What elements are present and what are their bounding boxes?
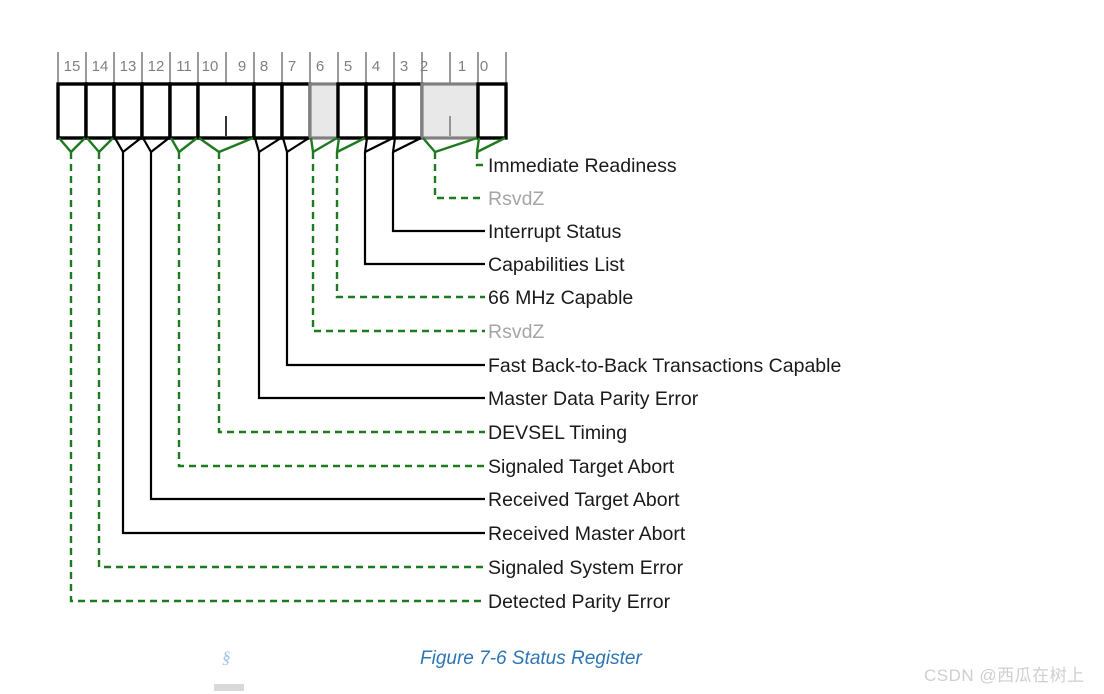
callout-bit-5-text: 66 MHz Capable [488,287,633,309]
callout-bit-8-text: Master Data Parity Error [488,388,699,410]
callout-bit-14-v-right [98,137,114,153]
register-cell-5 [336,82,368,140]
register-cell-15 [56,82,88,140]
callout-bit-13-v-right [122,137,142,153]
callout-bit-8-v-left [253,137,261,153]
callout-bit-7-v-left [281,137,289,153]
callout-bit-11-leader [177,152,485,468]
callout-bit-6-leader [311,152,485,333]
bit-number-9: 9 [238,58,246,75]
callout-bit-0-v-right [476,136,506,154]
callout-bit-4-leader [363,152,485,266]
bit-number-13: 13 [120,58,137,75]
callout-bit-0-leader [475,152,485,167]
callout-bit-12-text: Received Target Abort [488,489,680,511]
callout-bit-2-1-v-left [422,137,436,153]
callout-bit-4-v-left [363,137,369,153]
bit-number-15: 15 [64,58,81,75]
figure-caption: Figure 7-6 Status Register [420,648,642,669]
callout-bit-7-text: Fast Back-to-Back Transactions Capable [488,355,841,377]
bit-number-11: 11 [176,58,192,75]
callout-bit-3-text: Interrupt Status [488,221,622,243]
callout-bit-0-text: Immediate Readiness [488,155,677,177]
callout-bit-11-v-left [169,137,181,153]
leader-lines [58,136,506,603]
section-rule [214,684,244,691]
callout-bit-13-leader [121,152,485,535]
callout-bit-3-v-right [392,137,422,153]
callout-bit-15-leader [69,152,485,603]
callout-bit-14-v-left [86,137,100,153]
callout-bit-10-9-v-right [218,136,254,154]
callout-bit-10-9-leader [217,152,485,434]
register-cell-13 [112,82,144,140]
callout-bit-5-v-right [336,136,366,154]
bit-number-14: 14 [92,58,109,75]
register-cell-12 [140,82,172,140]
bit-number-1: 1 [458,58,466,75]
callout-bit-6-text: RsvdZ [488,321,544,343]
callout-bit-6-v-right [312,136,338,154]
callout-bit-15-text: Detected Parity Error [488,591,671,613]
callout-bit-12-leader [149,152,485,501]
bit-number-5: 5 [344,58,352,75]
register-cells [56,82,508,140]
register-cell-4 [364,82,396,140]
callout-bit-8-v-right [258,137,282,153]
callout-bit-15-v-right [70,137,86,153]
register-cell-7 [280,82,312,140]
callout-bit-6-v-left [309,137,315,153]
register-cell-3 [392,82,424,140]
callout-bit-0-v-left [475,137,481,153]
bit-tick-marks [57,52,507,84]
callout-bit-4-v-right [364,137,394,153]
callout-bit-3-leader [391,152,485,233]
bit-number-8: 8 [260,58,268,75]
bit-number-6: 6 [316,58,324,75]
callout-bit-14-leader [97,152,485,569]
callout-bit-5-leader [335,152,485,299]
callout-bit-13-text: Received Master Abort [488,523,686,545]
callout-bit-2-1-leader [433,152,485,200]
callout-bit-12-v-left [142,137,152,153]
callout-bit-10-9-text: DEVSEL Timing [488,422,627,444]
bit-number-10: 10 [202,58,219,75]
callout-bit-5-v-left [335,137,341,153]
callout-bit-15-v-left [58,137,72,153]
register-cell-11 [168,82,200,140]
bit-number-3: 3 [400,58,408,75]
callout-bit-11-v-right [178,137,198,153]
callout-bit-14-text: Signaled System Error [488,557,684,579]
callout-bit-2-1-text: RsvdZ [488,188,544,210]
section-mark: § [222,648,231,667]
watermark: CSDN @西瓜在树上 [924,666,1085,685]
callout-bit-13-v-left [114,137,124,153]
callout-bit-7-leader [285,152,485,367]
bit-number-4: 4 [372,58,380,75]
register-cell-0 [476,82,508,140]
register-cell-14 [84,82,116,140]
register-cell-6 [308,82,340,140]
callout-bit-8-leader [257,152,485,400]
callout-bit-12-v-right [150,137,170,153]
callout-bit-7-v-right [286,137,310,153]
callout-bit-3-v-left [391,137,397,153]
callout-bit-4-text: Capabilities List [488,254,625,276]
bit-number-12: 12 [148,58,165,75]
bit-number-2: 2 [420,58,428,75]
callout-bit-2-1-v-right [434,136,478,154]
callout-bit-11-text: Signaled Target Abort [488,456,675,478]
bit-number-7: 7 [288,58,296,75]
callout-bit-10-9-v-left [198,137,220,153]
bit-number-0: 0 [480,58,488,75]
register-cell-8 [252,82,284,140]
